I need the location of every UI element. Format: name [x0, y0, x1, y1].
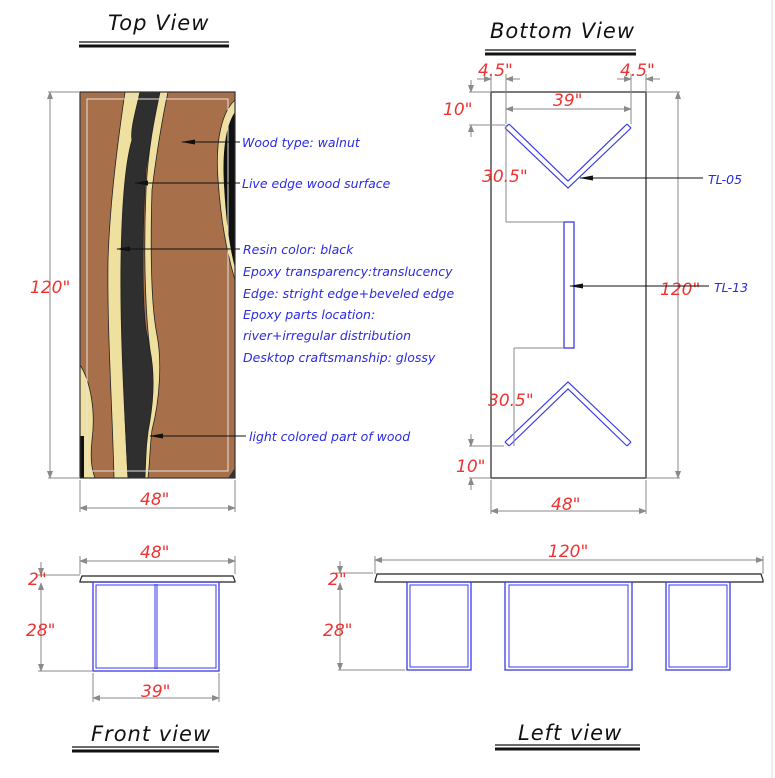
top-view-title: Top View [108, 11, 209, 35]
bottom-top-dims: 4.5" 4.5" 39" [477, 61, 660, 124]
top-width-label: 48" [140, 490, 169, 510]
top-view-callouts: Wood type: walnut Live edge wood surface… [116, 135, 454, 444]
left-leg-2 [665, 581, 731, 671]
left-center-base [504, 581, 633, 671]
bottom-leg-bottom-label: 30.5" [488, 391, 534, 411]
left-view: 120" 2" 28" Left view [323, 542, 764, 751]
top-view-length-dim: 120" [30, 91, 80, 479]
bottom-tags: TL-05 TL-13 [569, 172, 748, 295]
center-bar [563, 221, 575, 349]
callout-epoxy-distribution: river+irregular distribution [243, 328, 411, 343]
callout-epoxy-transparency: Epoxy transparency:translucency [243, 264, 453, 279]
bottom-length-dim: 120" [646, 91, 700, 479]
bottom-end-dim-bottom: 10" [456, 434, 504, 490]
bottom-end-dim-top: 10" [443, 80, 505, 137]
front-base-width-dim: 39" [92, 673, 220, 702]
tag-tl-05: TL-05 [708, 172, 742, 187]
bottom-span-label: 39" [553, 91, 582, 111]
top-view-width-dim: 48" [79, 480, 236, 512]
tag-tl-13: TL-13 [714, 280, 748, 295]
v-leg-top [504, 123, 632, 189]
front-width-label: 48" [140, 543, 169, 563]
top-length-label: 120" [30, 278, 70, 298]
tabletop-surface [80, 92, 235, 478]
bottom-width-dim: 48" [490, 480, 647, 515]
left-height-label: 28" [323, 621, 352, 641]
top-view: Top View 120" [30, 11, 454, 512]
callout-wood-type: Wood type: walnut [242, 135, 361, 150]
front-height-label: 28" [26, 621, 55, 641]
left-length-dim: 120" [374, 542, 764, 574]
callout-live-edge: Live edge wood surface [242, 176, 391, 191]
front-tabletop [79, 575, 236, 583]
callout-light-wood: light colored part of wood [249, 429, 410, 444]
left-view-title: Left view [518, 721, 622, 745]
bottom-leg-dim-top: 30.5" [482, 125, 564, 223]
bottom-right-offset-label: 4.5" [620, 61, 655, 81]
left-leg-1 [406, 581, 472, 671]
bottom-end-bottom-label: 10" [456, 457, 485, 477]
bottom-length-label: 120" [660, 280, 700, 300]
left-height-dim: 28" [323, 582, 405, 671]
front-view-title: Front view [91, 722, 211, 746]
front-base [92, 581, 220, 672]
bottom-view: Bottom View [443, 19, 748, 515]
bottom-view-title: Bottom View [490, 19, 635, 43]
callout-edge: Edge: stright edge+beveled edge [243, 286, 454, 301]
front-base-width-label: 39" [141, 682, 170, 702]
bottom-width-label: 48" [551, 495, 580, 515]
left-thickness-label: 2" [328, 570, 347, 590]
front-height-dim: 28" [26, 582, 93, 672]
front-thickness-label: 2" [28, 570, 47, 590]
bottom-table-outline [490, 91, 647, 479]
callout-epoxy-location: Epoxy parts location: [243, 307, 375, 322]
bottom-left-offset-label: 4.5" [478, 61, 513, 81]
left-tabletop [374, 573, 764, 583]
front-top-width-dim: 48" [79, 543, 236, 574]
bottom-end-top-label: 10" [443, 100, 472, 120]
v-leg-bottom [504, 381, 632, 447]
bottom-leg-top-label: 30.5" [482, 167, 528, 187]
front-thickness-dim: 2" [28, 562, 80, 590]
bottom-leg-dim-bottom: 30.5" [488, 347, 564, 446]
front-view: 48" 2" 28" 39" Front view [26, 543, 236, 753]
left-thickness-dim: 2" [328, 561, 373, 590]
callout-craftsmanship: Desktop craftsmanship: glossy [243, 350, 436, 365]
left-length-label: 120" [548, 542, 588, 562]
callout-resin-color: Resin color: black [243, 242, 354, 257]
